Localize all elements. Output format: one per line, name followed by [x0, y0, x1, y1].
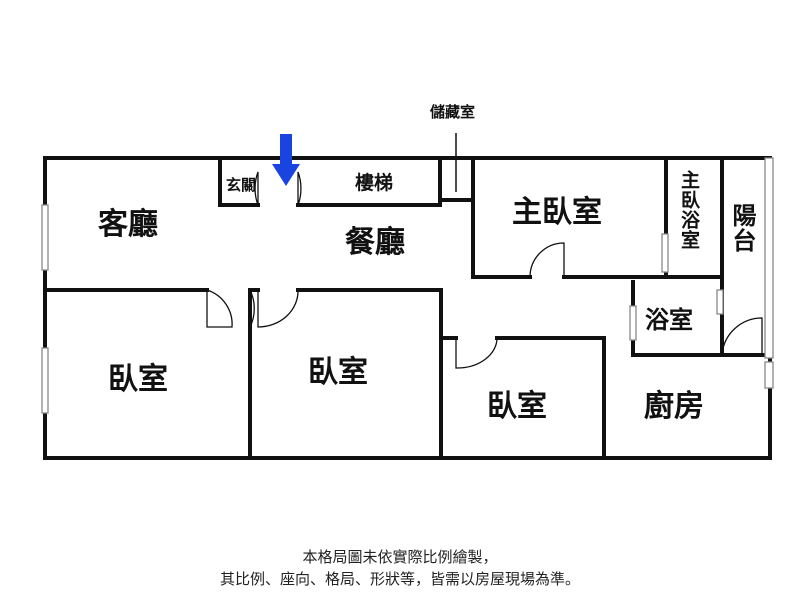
disclaimer-line-1: 本格局圖未依實際比例繪製，	[302, 548, 498, 566]
door-swing-bedroom-2	[257, 289, 299, 328]
disclaimer-line-2: 其比例、座向、格局、形狀等，皆需以房屋現場為準。	[219, 570, 580, 588]
bedroom-3-wall-right	[495, 336, 606, 460]
room-label-entrance: 玄關	[226, 176, 257, 194]
stairs-wall	[296, 156, 442, 207]
window-master-bath	[661, 233, 669, 273]
door-swing-living-bedroom	[206, 289, 233, 328]
window-bathroom	[629, 305, 637, 341]
door-swing-bedroom-3	[455, 337, 498, 369]
window-balcony	[764, 157, 774, 359]
room-label-master-bath: 主臥浴室	[678, 170, 700, 250]
room-label-bathroom: 浴室	[645, 306, 693, 334]
door-swing-entrance-left	[254, 171, 259, 206]
room-label-master-bedroom: 主臥室	[512, 195, 602, 230]
door-swing-bedroom-1	[249, 289, 255, 328]
room-label-storage: 儲藏室	[430, 103, 476, 121]
entrance-wall	[218, 156, 260, 207]
door-swing-entrance-right	[297, 171, 302, 206]
room-label-bedroom-3: 臥室	[487, 389, 547, 424]
door-swing-kitchen	[721, 317, 763, 356]
door-swing-master	[529, 242, 565, 278]
window-kitchen	[764, 361, 774, 389]
room-label-bedroom-2: 臥室	[308, 355, 368, 390]
room-label-kitchen: 廚房	[644, 389, 704, 424]
room-label-dining-room: 餐廳	[345, 225, 405, 260]
room-label-living-room: 客廳	[98, 207, 158, 242]
room-label-stairs: 樓梯	[355, 172, 394, 194]
window-living-room	[41, 204, 49, 271]
window-balcony-inner	[716, 289, 724, 315]
bedroom-2-top-wall	[296, 288, 443, 460]
room-label-bedroom-1: 臥室	[108, 362, 168, 397]
room-label-balcony: 陽台	[728, 203, 756, 253]
master-bedroom-wall	[471, 156, 532, 279]
entrance-arrow-icon	[272, 134, 300, 186]
window-bedroom-1	[41, 347, 49, 414]
